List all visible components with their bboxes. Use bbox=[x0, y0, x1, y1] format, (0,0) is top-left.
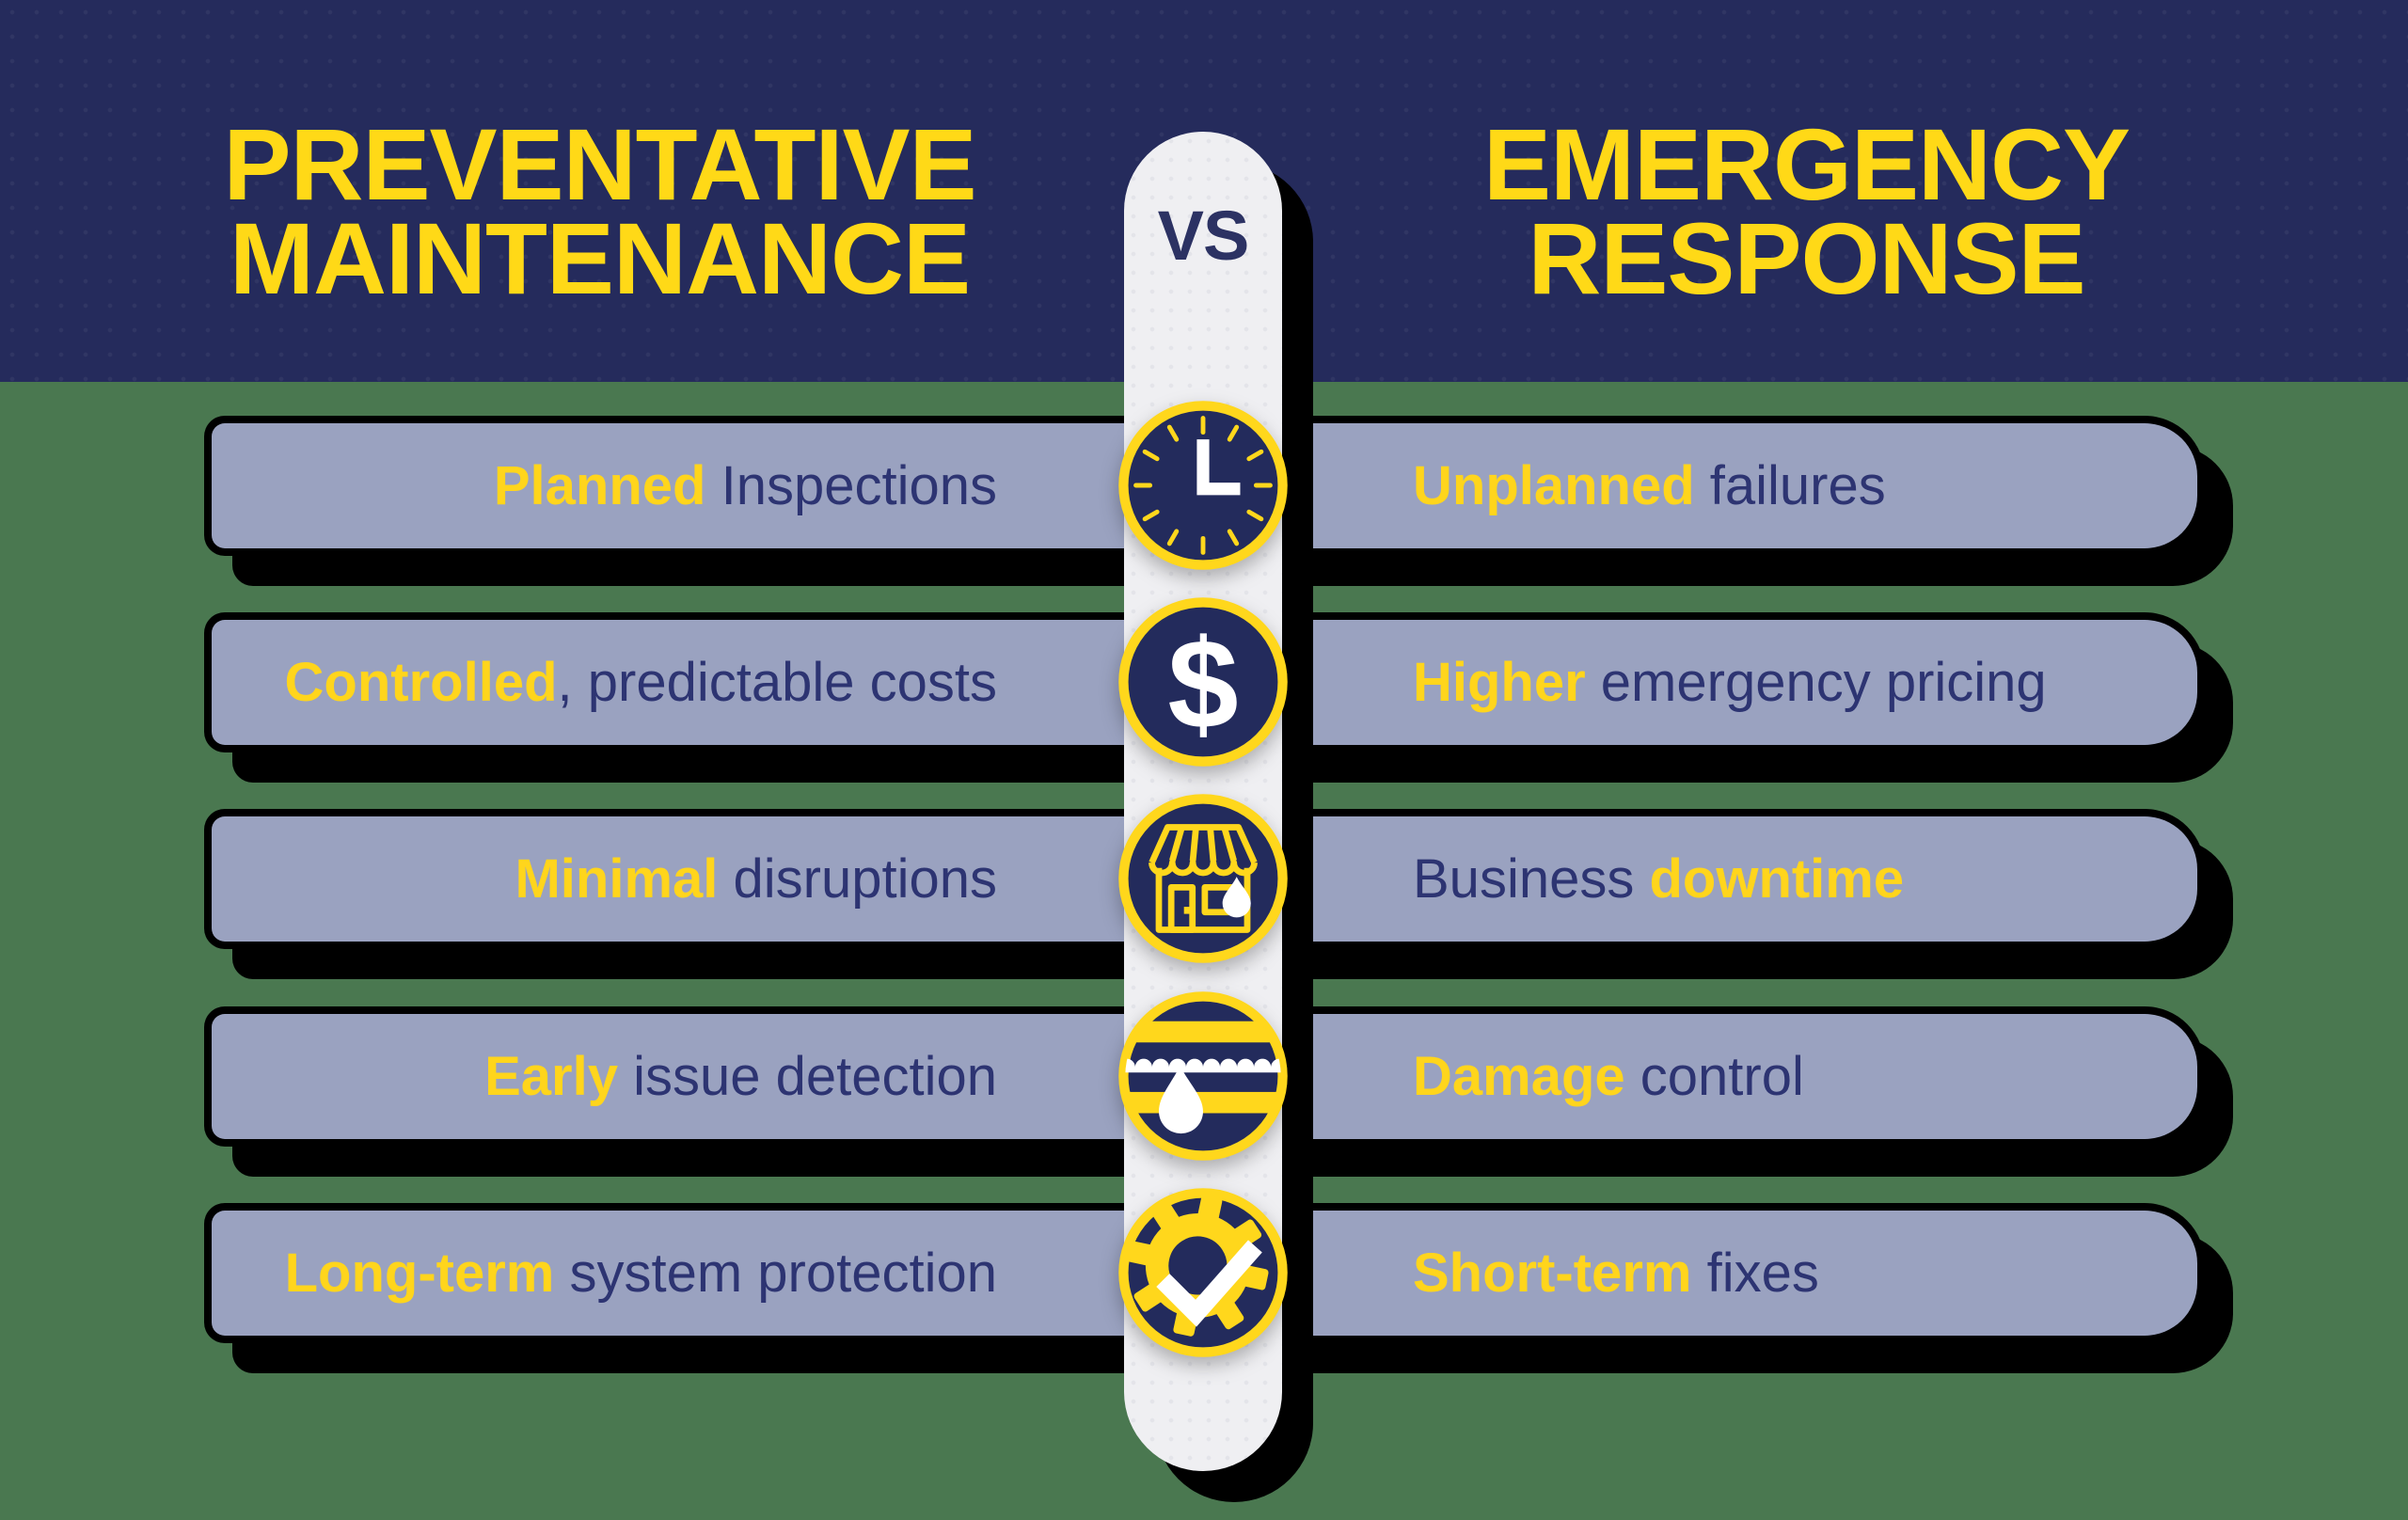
right-column-title: EMERGENCY RESPONSE bbox=[1244, 107, 2369, 315]
pipe-leak-icon bbox=[1115, 988, 1291, 1164]
right-statement: Higher emergency pricing bbox=[1413, 620, 2197, 745]
left-column-title: PREVENTATIVE MAINTENANCE bbox=[38, 107, 1162, 315]
statement-text: fixes bbox=[1691, 1243, 1819, 1304]
left-statement: Minimal disruptions bbox=[212, 816, 997, 942]
left-title-line2: MAINTENANCE bbox=[230, 201, 971, 315]
highlight-text: Damage bbox=[1413, 1046, 1625, 1107]
highlight-text: Unplanned bbox=[1413, 455, 1695, 516]
storefront-icon bbox=[1118, 794, 1288, 963]
left-statement: Long-term system protection bbox=[212, 1211, 997, 1336]
gear-check-icon bbox=[1118, 1188, 1288, 1357]
statement-text: emergency pricing bbox=[1585, 652, 2047, 713]
highlight-text: Higher bbox=[1413, 652, 1586, 713]
clock-icon bbox=[1118, 401, 1288, 570]
right-statement: Business downtime bbox=[1413, 816, 2197, 942]
statement-text: failures bbox=[1694, 455, 1886, 516]
highlight-text: Early bbox=[484, 1046, 618, 1107]
statement-text: Inspections bbox=[705, 455, 997, 516]
right-title-line2: RESPONSE bbox=[1528, 201, 2085, 315]
highlight-text: Long-term bbox=[284, 1243, 555, 1304]
left-statement: Planned Inspections bbox=[212, 423, 997, 548]
highlight-text: Short-term bbox=[1413, 1243, 1692, 1304]
statement-text: control bbox=[1624, 1046, 1804, 1107]
gear-check-icon bbox=[1115, 1184, 1291, 1361]
clock-icon bbox=[1115, 397, 1291, 574]
left-statement: Early issue detection bbox=[212, 1014, 997, 1139]
highlight-text: Controlled bbox=[284, 652, 558, 713]
storefront-icon bbox=[1115, 790, 1291, 967]
right-title-line1: EMERGENCY bbox=[1482, 107, 2131, 221]
right-statement: Unplanned failures bbox=[1413, 423, 2197, 548]
statement-text: issue detection bbox=[617, 1046, 997, 1107]
svg-text:$: $ bbox=[1167, 612, 1238, 755]
statement-text: system protection bbox=[554, 1243, 997, 1304]
vs-label: VS bbox=[1157, 197, 1250, 275]
left-title-line1: PREVENTATIVE bbox=[223, 107, 976, 221]
pipe-leak-icon bbox=[1118, 991, 1288, 1161]
statement-text: disruptions bbox=[718, 848, 998, 910]
highlight-text: Planned bbox=[493, 455, 706, 516]
right-statement: Damage control bbox=[1413, 1014, 2197, 1139]
highlight-text: downtime bbox=[1649, 848, 1905, 910]
right-statement: Short-term fixes bbox=[1413, 1211, 2197, 1336]
statement-text: , predictable costs bbox=[557, 652, 997, 713]
left-statement: Controlled, predictable costs bbox=[212, 620, 997, 745]
dollar-icon: $ bbox=[1115, 594, 1291, 770]
dollar-icon: $ bbox=[1118, 597, 1288, 767]
highlight-text: Minimal bbox=[515, 848, 719, 910]
statement-text: Business bbox=[1413, 848, 1650, 910]
